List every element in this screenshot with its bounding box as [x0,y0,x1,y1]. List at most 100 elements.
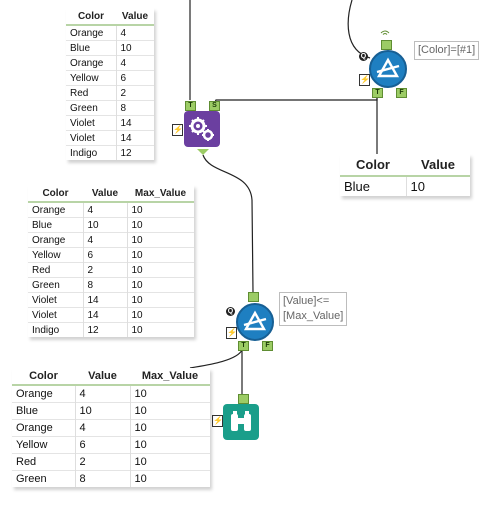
table-cell: 4 [75,384,131,403]
column-header: Max_Value [127,185,194,203]
table-cell: 14 [83,307,128,323]
table-cell: 12 [116,145,154,160]
table-cell: Green [66,100,117,116]
filter-icon [376,57,400,78]
filter-true-anchor[interactable]: T [372,88,383,98]
table-cell: 6 [116,70,154,86]
table-cell: 10 [116,40,154,56]
table-cell: 10 [130,419,210,437]
table-cell: Orange [12,419,76,437]
table-cell: Indigo [28,322,84,337]
error-bolt-icon: ⚡ [172,124,183,136]
table-cell: 4 [116,24,154,41]
filter-false-anchor[interactable]: F [262,341,273,351]
table-cell: 12 [83,322,128,337]
table-cell: Red [66,85,117,101]
question-icon: Q [226,307,235,316]
column-header: Color [12,368,75,386]
table-cell: 10 [127,292,194,308]
table-cell: 10 [130,453,210,471]
column-header: Max_Value [130,368,210,386]
column-header: Value [116,8,154,26]
table-cell: 10 [130,436,210,454]
column-header: Color [340,154,406,177]
table-cell: Blue [66,40,117,56]
append-source-anchor[interactable]: S [209,101,220,111]
table-cell: 10 [130,402,210,420]
browse-tool[interactable] [223,404,259,440]
table-cell: 10 [406,175,470,196]
table-cell: 4 [75,419,131,437]
table-cell: Yellow [28,247,84,263]
wire-filter-to-append-source [213,96,378,105]
table-cell: Violet [28,292,84,308]
table-cell: Orange [66,55,117,71]
table-cell: 10 [127,262,194,278]
wire-to-top-filter [347,0,371,59]
table-cell: Orange [28,201,84,218]
table-cell: Blue [12,402,76,420]
binoculars-icon [231,411,251,431]
question-icon: Q [359,52,368,61]
table-cell: Green [28,277,84,293]
table-cell: 6 [83,247,128,263]
table-cell: 10 [127,217,194,233]
annotation-line: [Max_Value] [283,310,344,322]
table-cell: Green [12,470,76,487]
append-output-anchor[interactable] [197,149,209,155]
column-header: Color [66,8,116,26]
filter-tool-top[interactable] [369,50,407,88]
filter-tool-bottom[interactable] [236,303,274,341]
table-cell: 14 [116,115,154,131]
append-target-anchor[interactable]: T [185,101,196,111]
table-cell: 2 [116,85,154,101]
table-cell: 4 [83,232,128,248]
table-cell: 2 [75,453,131,471]
table-cell: 14 [116,130,154,146]
error-bolt-icon: ⚡ [212,415,223,427]
browse-input-anchor[interactable] [238,394,249,404]
table-cell: 14 [83,292,128,308]
column-header: Value [83,185,127,203]
table-cell: Blue [340,175,407,196]
table-cell: 4 [116,55,154,71]
filter-input-anchor[interactable] [381,40,392,50]
table-cell: 4 [83,201,128,218]
table-cell: 10 [127,322,194,337]
table-cell: Yellow [12,436,76,454]
table-cell: Orange [66,24,117,41]
table-cell: Red [12,453,76,471]
table-cell: Blue [28,217,84,233]
filter-false-anchor[interactable]: F [396,88,407,98]
table-cell: 10 [127,201,194,218]
column-header: Color [28,185,83,203]
table-cell: 6 [75,436,131,454]
filter-expression-annotation: [Value]<= [Max_Value] [279,292,348,326]
table-cell: Orange [28,232,84,248]
filter-input-anchor[interactable] [248,292,259,302]
error-bolt-icon: ⚡ [226,327,237,339]
table-cell: Red [28,262,84,278]
filter-true-anchor[interactable]: T [238,341,249,351]
wire-filter-to-bottom-table [189,349,243,369]
table-cell: Violet [66,130,117,146]
append-fields-tool[interactable] [184,111,220,147]
